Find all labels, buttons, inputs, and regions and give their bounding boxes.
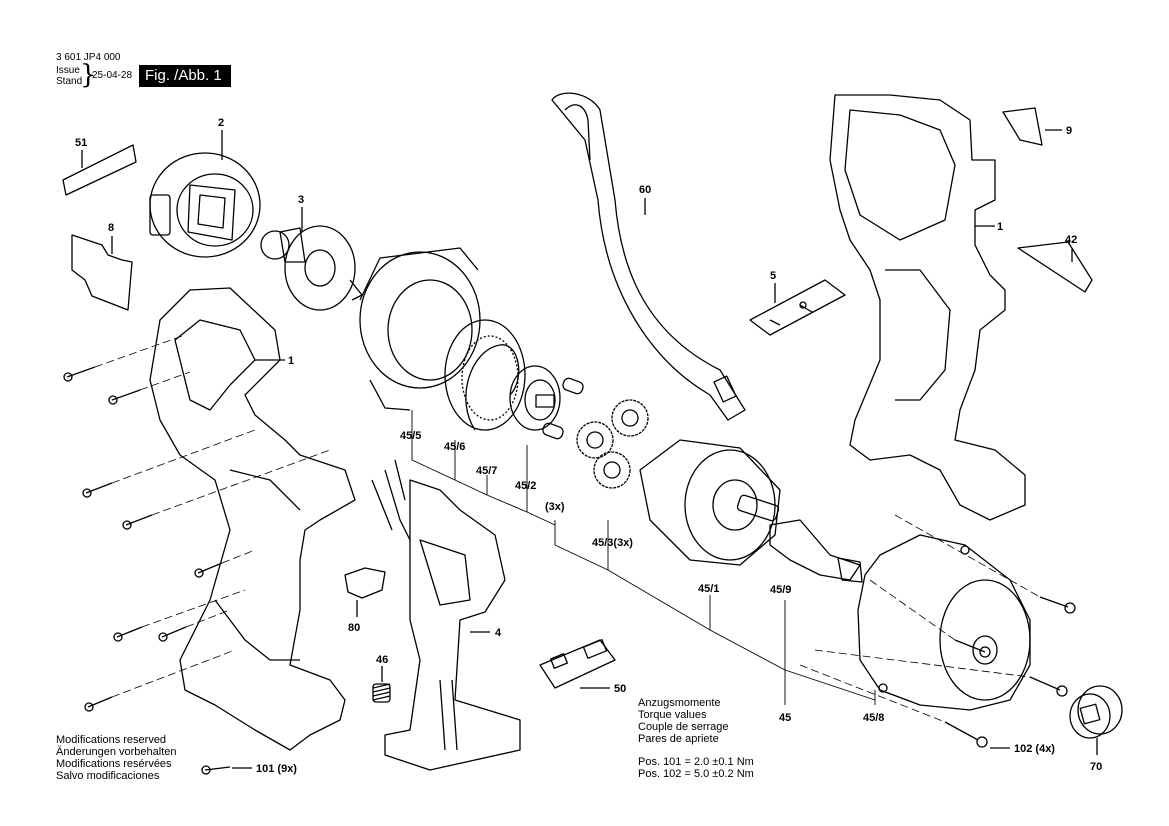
modifications-line-de: Änderungen vorbehalten [56, 746, 177, 758]
callout-lines [411, 410, 876, 705]
part-2-stator [149, 152, 261, 258]
assembly-lines [799, 514, 1041, 723]
part-3-rotor [260, 225, 363, 311]
label-part-51: 51 [75, 137, 87, 149]
issue-label: Issue [56, 65, 80, 76]
part-45-3-planet-gears [576, 399, 649, 489]
modifications-line-es: Salvo modificaciones [56, 770, 160, 782]
left-housing-half [149, 287, 356, 751]
torque-heading-es: Pares de apriete [638, 733, 719, 745]
housing-detail [229, 469, 301, 511]
part-51-label-sticker [62, 144, 137, 196]
torque-heading-fr: Couple de serrage [638, 721, 729, 733]
label-part-60: 60 [639, 184, 651, 196]
part-46-spring [372, 683, 391, 703]
torque-heading-de: Anzugsmomente [638, 697, 721, 709]
label-part-1-left: 1 [288, 355, 294, 367]
label-part-8: 8 [108, 222, 114, 234]
label-part-45-5: 45/5 [400, 430, 421, 442]
part-45-1-hammer-mechanism [639, 439, 781, 566]
label-part-101: 101 (9x) [256, 763, 297, 775]
label-part-45-8: 45/8 [863, 712, 884, 724]
part-45-2-planet-carrier [509, 365, 561, 431]
part-45-front-housing [857, 534, 1031, 711]
part-70-bumper [1069, 685, 1123, 739]
pins [542, 377, 584, 440]
label-part-9: 9 [1066, 125, 1072, 137]
part-60-strap [551, 92, 746, 421]
issue-date: 25-04-28 [92, 70, 133, 81]
part-42-plate [1017, 241, 1093, 293]
document-number: 3 601 JP4 000 [56, 52, 121, 63]
label-part-45-6: 45/6 [444, 441, 465, 453]
label-pins-3x: (3x) [545, 501, 565, 513]
label-part-45-1: 45/1 [698, 583, 719, 595]
assembly-lines [94, 334, 331, 698]
part-8-label-sticker [71, 234, 133, 311]
housing-detail [214, 599, 300, 661]
housing-detail [844, 109, 956, 241]
part-9-label-sticker [1002, 107, 1043, 146]
label-part-5: 5 [770, 270, 776, 282]
label-part-45-2: 45/2 [515, 480, 536, 492]
screws-102 [944, 596, 1076, 748]
label-part-80: 80 [348, 622, 360, 634]
label-part-45-7: 45/7 [476, 465, 497, 477]
label-part-45-3: 45/3(3x) [592, 537, 633, 549]
part-45-9-anvil [769, 519, 863, 583]
label-part-46: 46 [376, 654, 388, 666]
housing-detail [885, 269, 951, 401]
part-80-switch [344, 567, 386, 599]
part-50-battery-plate [539, 639, 616, 689]
label-part-45-9: 45/9 [770, 584, 791, 596]
figure-label: Fig. /Abb. 1 [139, 65, 231, 87]
modifications-line-fr: Modifications resérvées [56, 758, 172, 770]
label-part-2: 2 [218, 117, 224, 129]
stand-label: Stand [56, 76, 83, 87]
label-part-4: 4 [495, 627, 502, 639]
label-part-50: 50 [614, 683, 626, 695]
brace-glyph: } [80, 60, 97, 90]
label-part-3: 3 [298, 194, 304, 206]
label-part-1-right: 1 [997, 221, 1003, 233]
modifications-line-en: Modifications reserved [56, 734, 167, 746]
part-5-belt-clip [749, 279, 846, 336]
torque-pos-102: Pos. 102 = 5.0 ±0.2 Nm [638, 768, 754, 780]
torque-pos-101: Pos. 101 = 2.0 ±0.1 Nm [638, 756, 754, 768]
right-housing-half [829, 94, 1026, 521]
label-part-42: 42 [1065, 234, 1077, 246]
label-part-45: 45 [779, 712, 791, 724]
part-4-electronics-module [371, 459, 521, 771]
torque-heading-en: Torque values [638, 709, 707, 721]
screws-101 [63, 366, 231, 775]
housing-detail [174, 319, 256, 411]
label-part-70: 70 [1090, 761, 1102, 773]
label-part-102: 102 (4x) [1014, 743, 1055, 755]
